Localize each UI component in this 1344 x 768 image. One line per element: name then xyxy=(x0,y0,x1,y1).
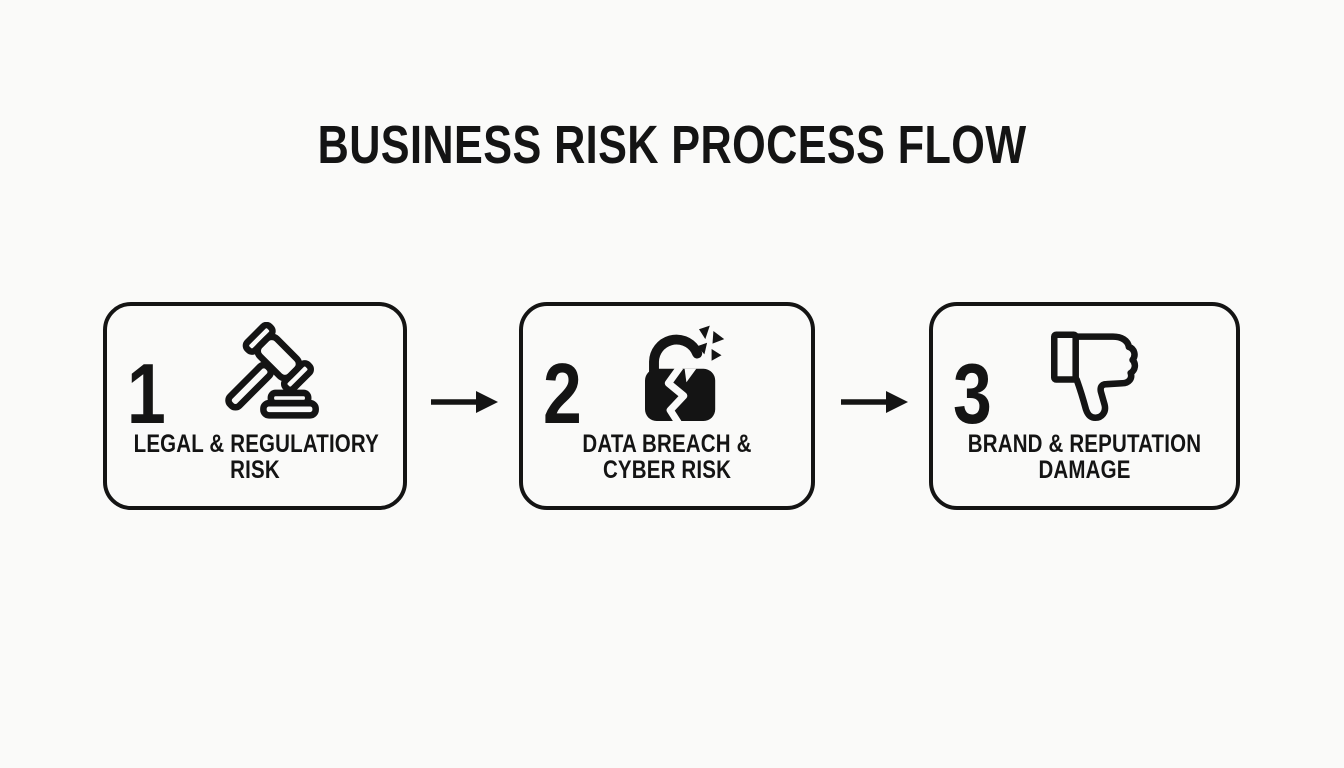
step-label-line2: CYBER RISK xyxy=(602,456,732,484)
arrow-right-icon xyxy=(428,387,500,417)
step-label-line2: DAMAGE xyxy=(1038,456,1131,484)
broken-lock-icon xyxy=(627,322,735,430)
step-box-data-breach-cyber-risk: 2 DATA BREACH & CYBER RISK xyxy=(519,302,815,510)
step-label-line1: LEGAL & REGULATIORY xyxy=(133,430,379,458)
thumbs-down-icon xyxy=(1044,322,1154,424)
step-box-legal-regulatory-risk: 1 LEGAL & REGULATIORY RISK xyxy=(103,302,407,510)
step-label-line1: DATA BREACH & xyxy=(582,430,752,458)
step-number: 3 xyxy=(953,347,992,442)
step-label-line2: RISK xyxy=(230,456,280,484)
step-number: 2 xyxy=(543,347,582,442)
step-label: LEGAL & REGULATIORY RISK xyxy=(107,431,403,483)
step-label: DATA BREACH & CYBER RISK xyxy=(523,431,811,483)
gavel-icon xyxy=(213,322,325,434)
page-title: BUSINESS RISK PROCESS FLOW xyxy=(0,116,1344,174)
page-title-text: BUSINESS RISK PROCESS FLOW xyxy=(317,115,1027,175)
arrow-right-icon xyxy=(838,387,910,417)
step-label: BRAND & REPUTATION DAMAGE xyxy=(933,431,1236,483)
step-label-line1: BRAND & REPUTATION xyxy=(967,430,1202,458)
step-number: 1 xyxy=(127,347,166,442)
step-box-brand-reputation-damage: 3 BRAND & REPUTATION DAMAGE xyxy=(929,302,1240,510)
